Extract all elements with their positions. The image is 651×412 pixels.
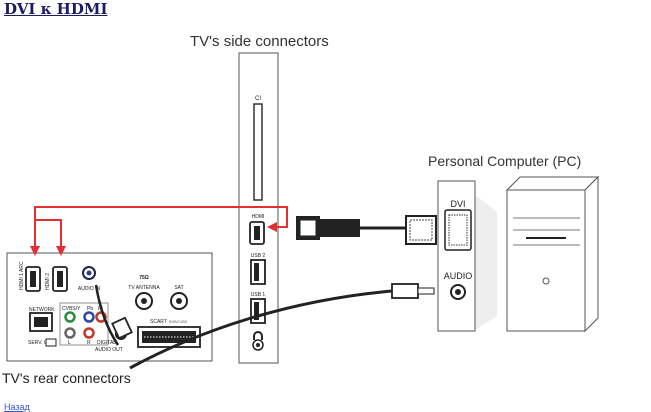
antenna-label: TV ANTENNA (128, 285, 160, 291)
ci-label: CI (255, 96, 261, 102)
right-label: R (87, 340, 91, 346)
network-label: NETWORK (29, 307, 55, 313)
rear-connectors-caption: TV's rear connectors (2, 370, 131, 386)
pc-caption: Personal Computer (PC) (428, 153, 581, 169)
left-label: L (68, 340, 71, 346)
audio-in-label: AUDIO IN (78, 286, 101, 292)
sat-label: SAT (174, 285, 183, 291)
back-link[interactable]: Назад (4, 402, 30, 412)
service-label: SERV. U (28, 340, 48, 346)
audio-cable (94, 283, 435, 370)
usb1-label: USB 1 (251, 292, 266, 298)
power-button-icon (542, 277, 550, 285)
scart-sub-label: RGB/CVBS (169, 320, 188, 324)
usb2-label: USB 2 (251, 253, 266, 259)
hdmi-dvi-cable (296, 215, 437, 245)
page-title: DVI к HDMI (4, 0, 108, 18)
dvi-label: DVI (450, 199, 465, 209)
service-port (45, 338, 57, 347)
pb-label: Pb (87, 306, 93, 312)
side-connectors-caption: TV's side connectors (190, 33, 329, 50)
hdmi-signal-arrows (30, 206, 288, 256)
rear-hdmi2-label: HDMI 2 (45, 273, 51, 290)
pc-io-panel: DVI AUDIO (437, 180, 497, 332)
headphones-icon (253, 331, 263, 340)
pc-audio-label: AUDIO (444, 271, 473, 281)
cvbs-jack (64, 311, 76, 323)
component-group (59, 302, 109, 346)
tv-rear-panel: HDMI 1 ARC HDMI 2 AUDIO IN 75Ω TV ANTENN… (6, 252, 213, 362)
pc-tower (505, 175, 600, 333)
ci-slot (253, 103, 263, 201)
rear-hdmi1-label: HDMI 1 ARC (19, 261, 25, 290)
scart-label: SCART (150, 319, 167, 325)
pb-jack (83, 311, 95, 323)
audio-out-label: AUDIO OUT (95, 347, 123, 353)
digital-label: DIGITAL (97, 340, 116, 346)
side-hdmi-label: HDMI (252, 214, 265, 220)
cvbs-label: CVBS/Y (62, 306, 81, 312)
antenna-ohm-label: 75Ω (139, 275, 149, 281)
audio-right-jack (83, 327, 95, 339)
audio-left-jack (64, 327, 76, 339)
